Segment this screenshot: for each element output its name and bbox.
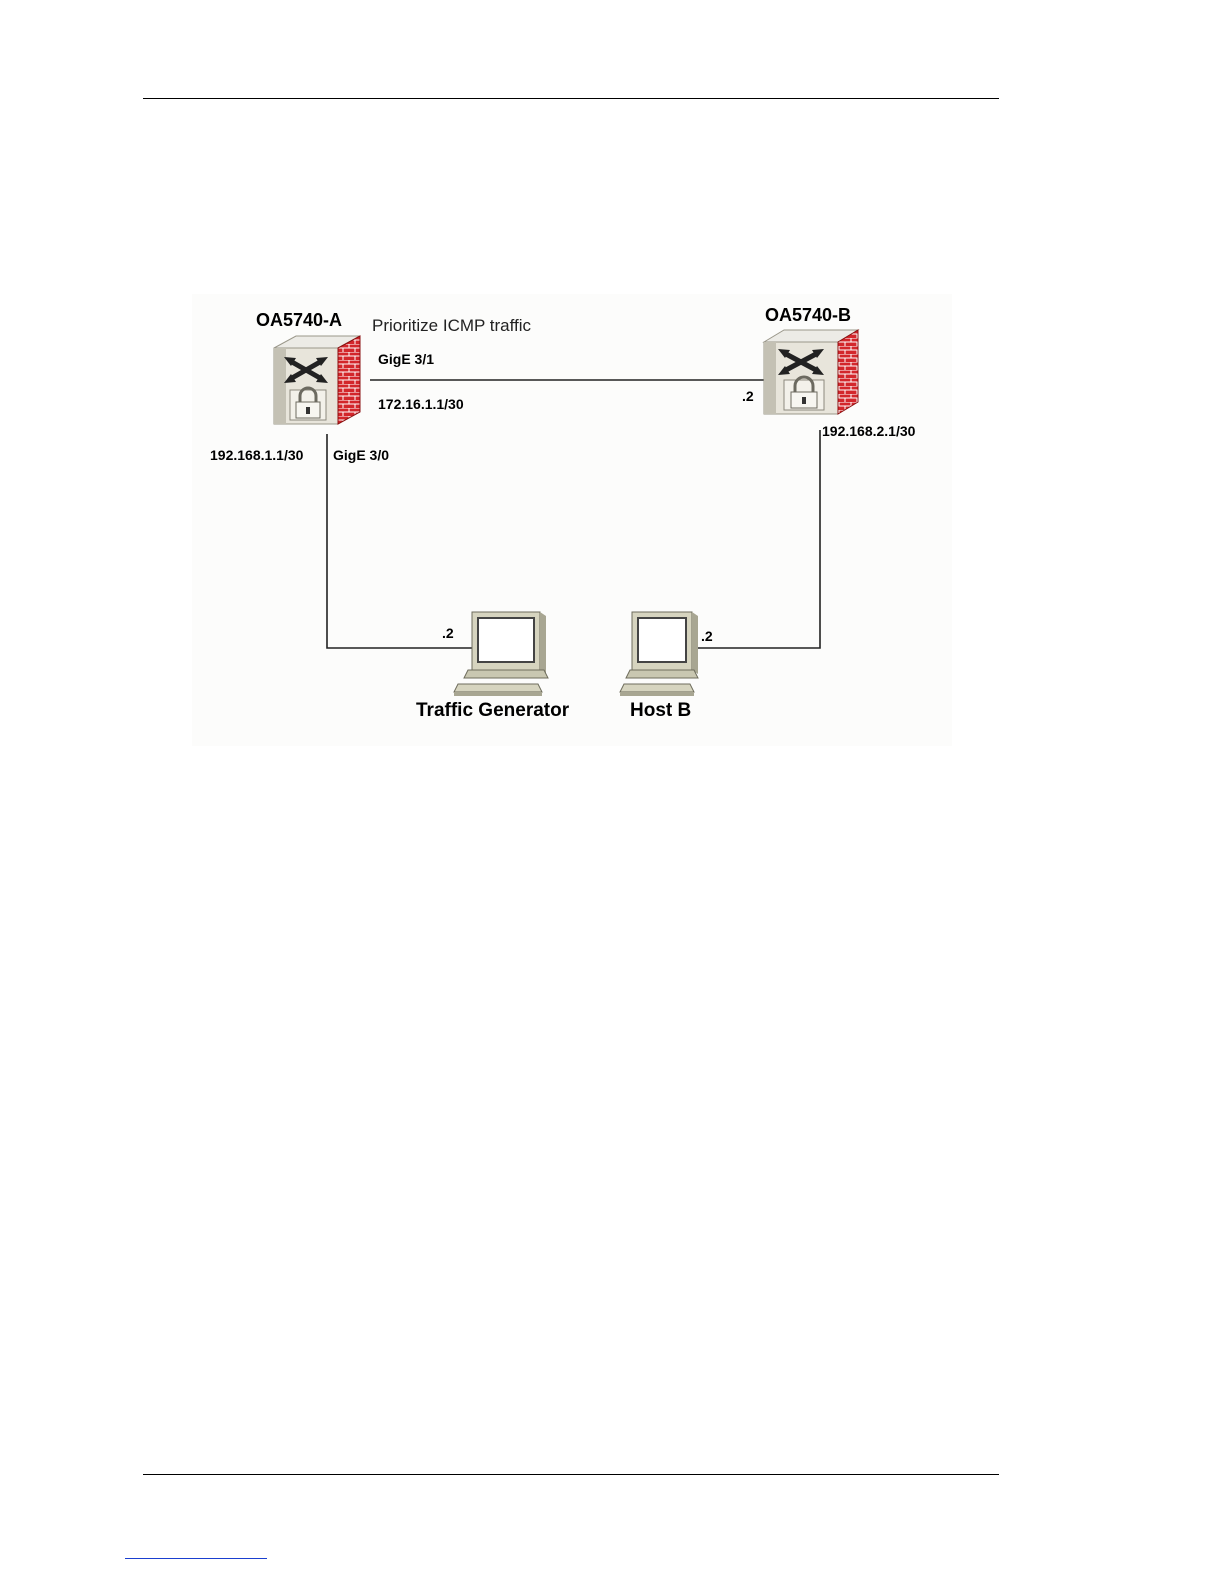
traffic-generator-label: Traffic Generator <box>416 700 570 721</box>
router-a-gige31-label: GigE 3/1 <box>378 351 434 367</box>
network-diagram: OA5740-A Prioritize ICMP traffic OA5740-… <box>192 294 952 746</box>
router-a-gige30-label: GigE 3/0 <box>333 447 389 463</box>
router-a-icon <box>274 336 360 424</box>
router-b-icon <box>764 330 858 414</box>
router-a-name: OA5740-A <box>256 310 342 330</box>
host-b-label: Host B <box>630 700 691 721</box>
footer-rule <box>143 1474 999 1475</box>
router-a-wan-address: 172.16.1.1/30 <box>378 396 464 412</box>
footnote-link-rule <box>125 1558 267 1559</box>
router-a-lan-address: 192.168.1.1/30 <box>210 447 304 463</box>
router-b-name: OA5740-B <box>765 305 851 325</box>
router-a-note: Prioritize ICMP traffic <box>372 316 532 335</box>
header-rule <box>143 98 999 99</box>
router-b-wan-address: .2 <box>742 388 754 404</box>
router-b-lan-address: 192.168.2.1/30 <box>822 423 916 439</box>
traffic-generator-address: .2 <box>442 625 454 641</box>
host-b-address: .2 <box>701 628 713 644</box>
